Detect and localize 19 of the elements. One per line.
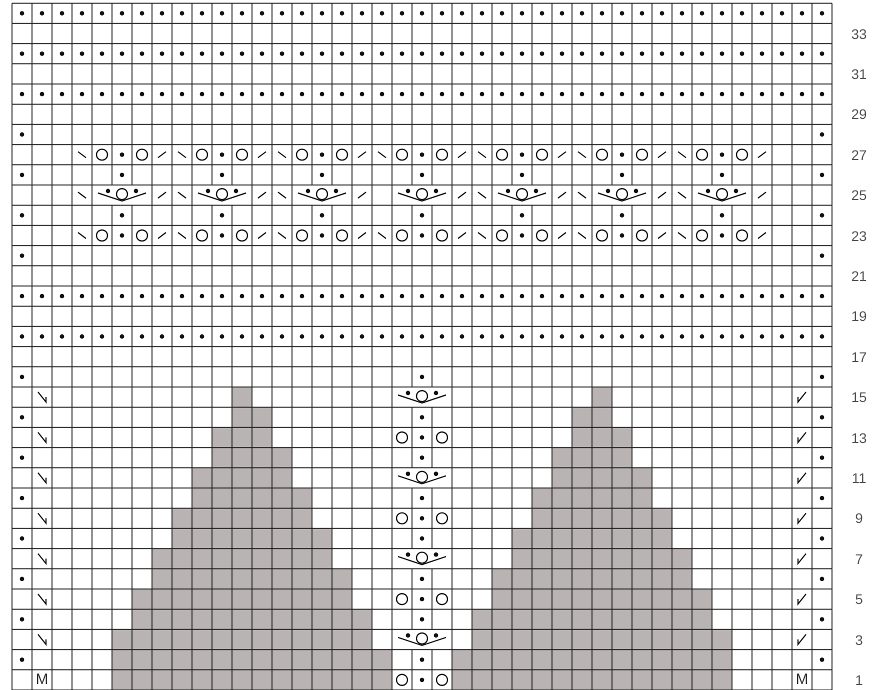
row-number: 5 [854,591,864,608]
row-number: 15 [850,389,868,406]
row-number: 9 [854,510,864,526]
row-number: 31 [850,66,868,82]
row-number: 3 [854,632,864,648]
row-number: 7 [854,550,864,567]
row-number: 11 [850,470,868,486]
row-number: 27 [850,146,868,163]
row-number: 19 [850,308,868,324]
row-number: 29 [850,106,868,122]
stitch-letter: M [34,670,50,689]
row-number: 23 [850,228,868,244]
row-number: 17 [850,348,868,365]
row-number: 25 [850,187,868,204]
stitch-letter: M [794,670,810,689]
row-number: 33 [850,26,868,42]
row-number: 1 [854,672,864,688]
row-number: 13 [850,430,868,446]
row-number: 21 [850,268,868,284]
